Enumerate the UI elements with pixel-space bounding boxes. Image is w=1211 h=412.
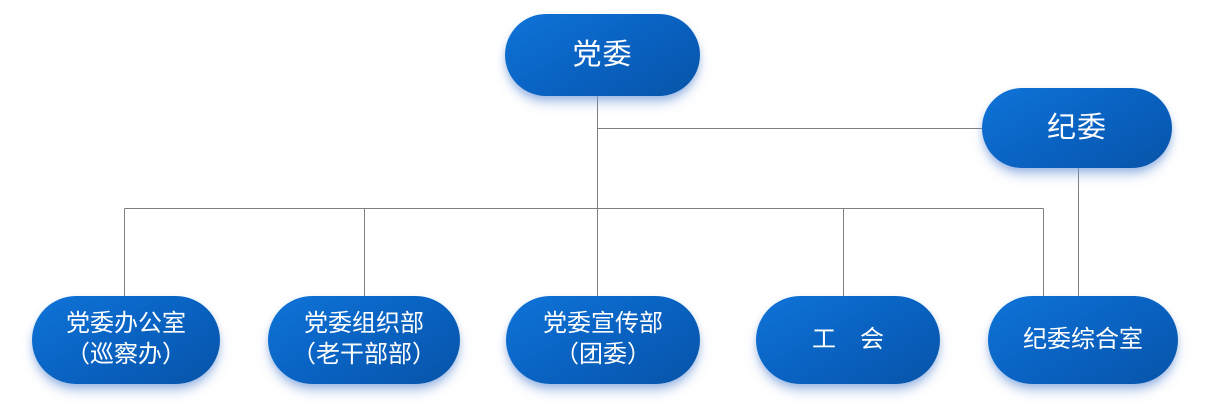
node-label-line-1: 党委组织部 (304, 311, 424, 337)
node-labor-union: 工 会 (756, 296, 940, 384)
node-label-line-1: 党委办公室 (66, 311, 186, 337)
node-label-line-2: （老干部部） (292, 342, 436, 368)
node-label-line-2: （团委） (555, 342, 651, 368)
node-label: 纪委 (1046, 112, 1107, 144)
node-label: 党委 (572, 39, 633, 71)
node-discipline-general-office: 纪委综合室 (988, 296, 1178, 384)
node-party-committee: 党委 (505, 14, 700, 96)
node-discipline-committee: 纪委 (982, 88, 1172, 168)
node-label: 纪委综合室 (1023, 326, 1143, 353)
node-label-line-1: 党委宣传部 (543, 311, 663, 337)
node-publicity-dept: 党委宣传部 （团委） (506, 296, 700, 384)
node-label-line-2: （巡察办） (66, 342, 186, 368)
node-label: 工 会 (812, 326, 884, 353)
node-party-office: 党委办公室 （巡察办） (32, 296, 220, 384)
node-organization-dept: 党委组织部 （老干部部） (268, 296, 460, 384)
